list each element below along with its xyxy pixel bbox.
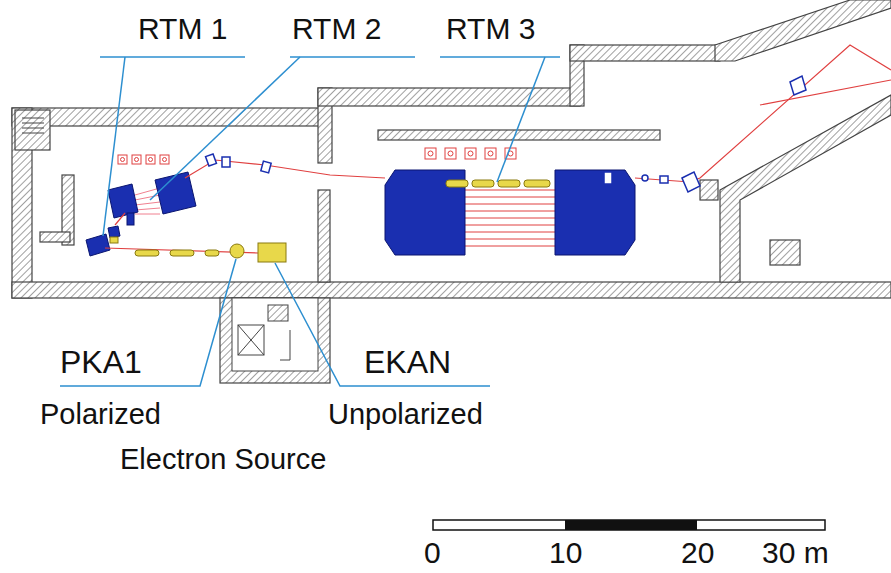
polarized-source bbox=[230, 244, 244, 258]
part-label: RTM 1 bbox=[138, 14, 227, 44]
scale-number: 30 m bbox=[762, 538, 829, 568]
source-label: Polarized bbox=[40, 400, 161, 429]
klystron-row bbox=[118, 148, 516, 164]
beam-magnet bbox=[206, 76, 806, 192]
part-label: RTM 3 bbox=[446, 14, 535, 44]
shaft bbox=[232, 298, 318, 371]
stair-symbol bbox=[22, 118, 44, 133]
part-label: PKA1 bbox=[60, 346, 142, 378]
shielding-wall bbox=[12, 0, 891, 383]
rtm2-orbits bbox=[135, 188, 160, 214]
bending-magnet bbox=[385, 170, 635, 255]
part-label: RTM 2 bbox=[292, 14, 381, 44]
source-label: Unpolarized bbox=[328, 400, 483, 429]
source-label: Electron Source bbox=[120, 445, 326, 474]
beamline bbox=[105, 45, 891, 253]
leader-line bbox=[60, 57, 560, 386]
scale-bar bbox=[433, 520, 825, 530]
unpolarized-source bbox=[258, 243, 286, 262]
scale-number: 0 bbox=[424, 538, 441, 568]
rtm-magnet bbox=[86, 172, 196, 256]
scale-number: 20 bbox=[681, 538, 714, 568]
recirculation-orbits bbox=[465, 190, 555, 246]
scale-number: 10 bbox=[549, 538, 582, 568]
elevator-symbol bbox=[238, 305, 290, 360]
part-label: EKAN bbox=[364, 346, 451, 378]
injector-linac bbox=[110, 237, 286, 262]
